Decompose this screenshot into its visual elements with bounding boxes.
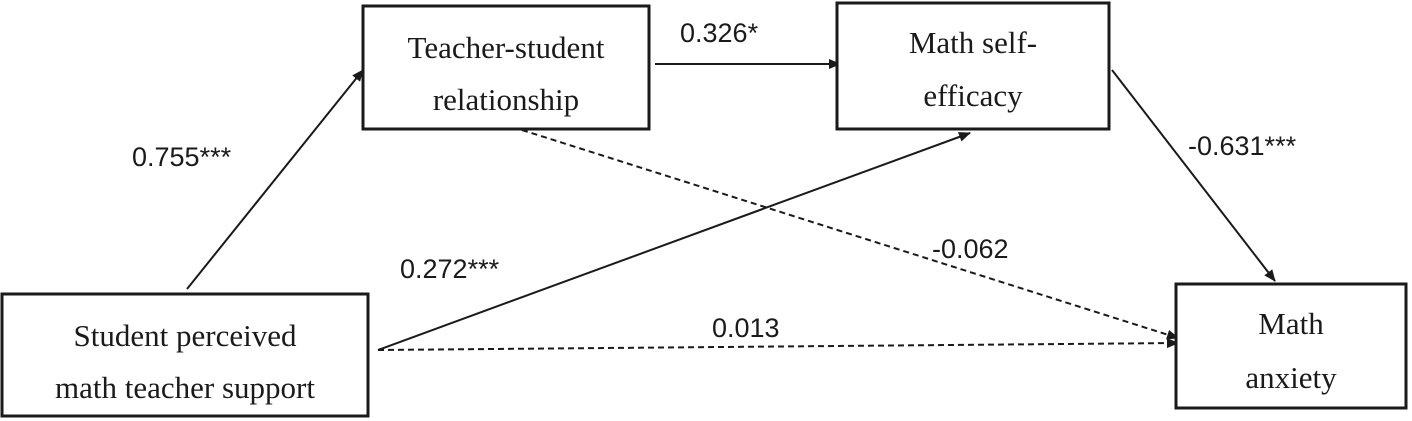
path-support-to-efficacy: [377, 132, 971, 351]
node-efficacy-line-2: efficacy: [923, 78, 1023, 113]
node-anxiety-line-2: anxiety: [1245, 360, 1337, 395]
coefficient-relationship-to-anxiety: -0.062: [932, 234, 1009, 264]
coefficient-support-to-relationship: 0.755***: [132, 142, 232, 172]
coefficient-efficacy-to-anxiety: -0.631***: [1188, 131, 1297, 161]
coefficient-support-to-anxiety: 0.013: [712, 313, 780, 343]
path-support-to-relationship: [186, 69, 364, 290]
node-relationship-line-2: relationship: [433, 82, 579, 117]
node-student-support: Student perceived math teacher support: [0, 292, 370, 418]
node-relationship-line-1: Teacher-student: [408, 30, 605, 65]
node-anxiety-line-1: Math: [1258, 306, 1324, 341]
node-student-support-line-2: math teacher support: [55, 370, 315, 405]
coefficient-support-to-efficacy: 0.272***: [400, 254, 500, 284]
path-support-to-anxiety: [377, 338, 1179, 351]
node-student-support-line-1: Student perceived: [74, 318, 297, 353]
coefficient-relationship-to-efficacy: 0.326*: [680, 18, 759, 48]
node-teacher-student-relationship: Teacher-student relationship: [361, 4, 651, 131]
path-efficacy-to-anxiety: [1111, 69, 1276, 282]
node-math-anxiety: Math anxiety: [1174, 282, 1408, 410]
node-math-self-efficacy: Math self- efficacy: [835, 1, 1111, 131]
node-efficacy-line-1: Math self-: [909, 25, 1037, 60]
path-relationship-to-anxiety: [521, 129, 1179, 340]
